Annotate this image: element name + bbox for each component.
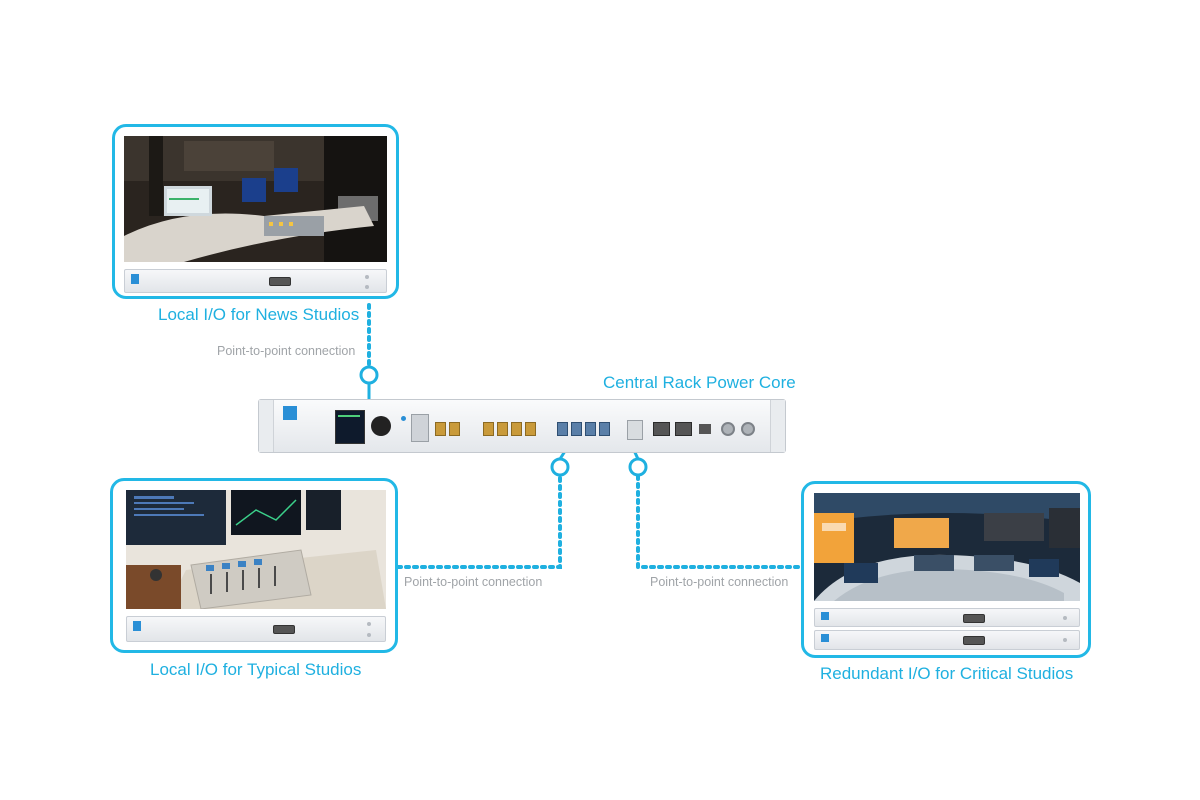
critical-io-unit-b	[814, 630, 1080, 650]
typical-io-unit	[126, 616, 386, 642]
central-rack-core	[258, 399, 786, 453]
hdmi-blank	[627, 420, 643, 440]
rack-logo	[283, 406, 297, 420]
unit-screw	[367, 633, 371, 637]
critical-connection-label: Point-to-point connection	[650, 575, 789, 589]
rack-display-text	[338, 415, 360, 417]
critical-connection-line	[636, 474, 802, 569]
usb-port	[699, 424, 711, 434]
unit-screw	[367, 622, 371, 626]
rj45-port	[653, 422, 670, 436]
critical-io-unit-a	[814, 608, 1080, 627]
unit-port	[273, 625, 295, 634]
sfp-port	[497, 422, 508, 436]
sfp-port	[449, 422, 460, 436]
bnc-port	[741, 422, 755, 436]
news-studio-photo	[124, 136, 387, 262]
unit-screw	[1063, 616, 1067, 620]
sfp-port	[483, 422, 494, 436]
sfp-port-io	[599, 422, 610, 436]
news-connection-node	[359, 365, 379, 385]
unit-logo	[821, 634, 829, 642]
sfp-port	[511, 422, 522, 436]
unit-logo	[821, 612, 829, 620]
typical-connection-line	[396, 474, 562, 569]
typical-connection-label: Point-to-point connection	[404, 575, 543, 589]
unit-logo	[133, 621, 141, 631]
rack-ear-left	[259, 400, 274, 452]
unit-logo	[131, 274, 139, 284]
rack-knob	[371, 416, 391, 436]
typical-studio-photo	[126, 490, 386, 609]
unit-port	[963, 614, 985, 623]
news-studio-card	[112, 124, 399, 299]
critical-studio-caption: Redundant I/O for Critical Studios	[820, 664, 1074, 683]
typical-connection-node	[550, 457, 570, 477]
sfp-port-io	[571, 422, 582, 436]
critical-connection-node	[628, 457, 648, 477]
unit-port	[269, 277, 291, 286]
sfp-port	[525, 422, 536, 436]
rack-ear-right	[770, 400, 785, 452]
rack-switch	[411, 414, 429, 442]
news-studio-caption: Local I/O for News Studios	[158, 305, 360, 324]
news-io-unit	[124, 269, 387, 293]
sfp-port	[435, 422, 446, 436]
critical-studio-card	[801, 481, 1091, 658]
sfp-port-io	[585, 422, 596, 436]
unit-screw	[365, 285, 369, 289]
unit-port	[963, 636, 985, 645]
news-connection-label: Point-to-point connection	[217, 344, 356, 358]
typical-studio-caption: Local I/O for Typical Studios	[150, 660, 362, 679]
unit-screw	[365, 275, 369, 279]
unit-screw	[1063, 638, 1067, 642]
core-title: Central Rack Power Core	[603, 373, 796, 392]
sfp-port-io	[557, 422, 568, 436]
critical-studio-photo	[814, 493, 1080, 601]
typical-studio-card	[110, 478, 398, 653]
rj45-port	[675, 422, 692, 436]
rack-led	[401, 416, 406, 421]
bnc-port	[721, 422, 735, 436]
